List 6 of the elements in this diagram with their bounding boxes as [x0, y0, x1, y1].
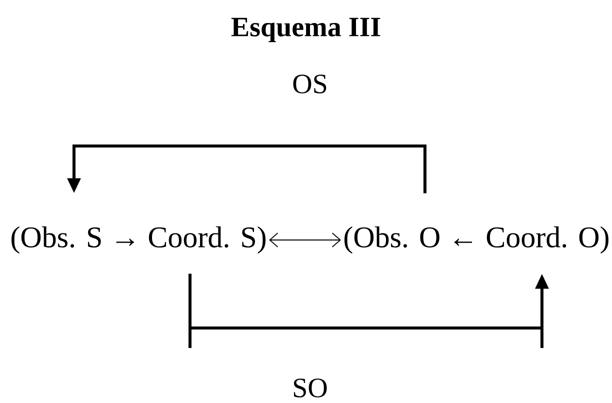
phrase: (Obs. S → Coord. S) — [12, 226, 266, 254]
edge-label: OS — [291, 74, 329, 94]
phrase: (Obs. O ← Coord. O) — [344, 226, 608, 254]
arrow — [269, 232, 341, 248]
title: Esquema III — [231, 18, 380, 42]
edge-label: SO — [291, 378, 329, 398]
